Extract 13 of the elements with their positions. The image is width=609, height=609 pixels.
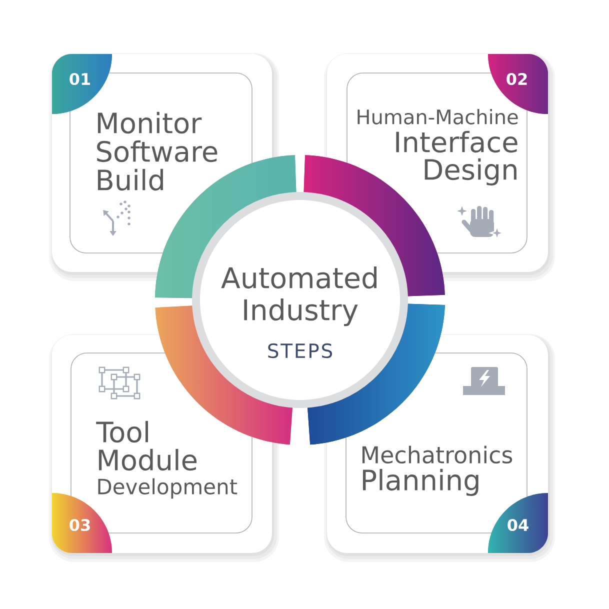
step-title: Tool Module: [96, 420, 197, 471]
step-number: 02: [506, 72, 527, 86]
step-title: Human-Machine: [358, 108, 518, 124]
step-title: Interface Design: [396, 130, 518, 186]
step-title: Monitor Software Build: [97, 112, 218, 191]
step-number: 01: [70, 72, 90, 86]
step-title: Mechatronics: [362, 446, 512, 464]
step-number: 04: [508, 518, 528, 532]
step-number: 03: [70, 518, 90, 532]
step-title: Development: [98, 478, 238, 499]
hub-title: Automated Industry: [221, 266, 376, 326]
hub-subtitle: STEPS: [268, 343, 332, 358]
step-title: Planning: [362, 468, 478, 496]
